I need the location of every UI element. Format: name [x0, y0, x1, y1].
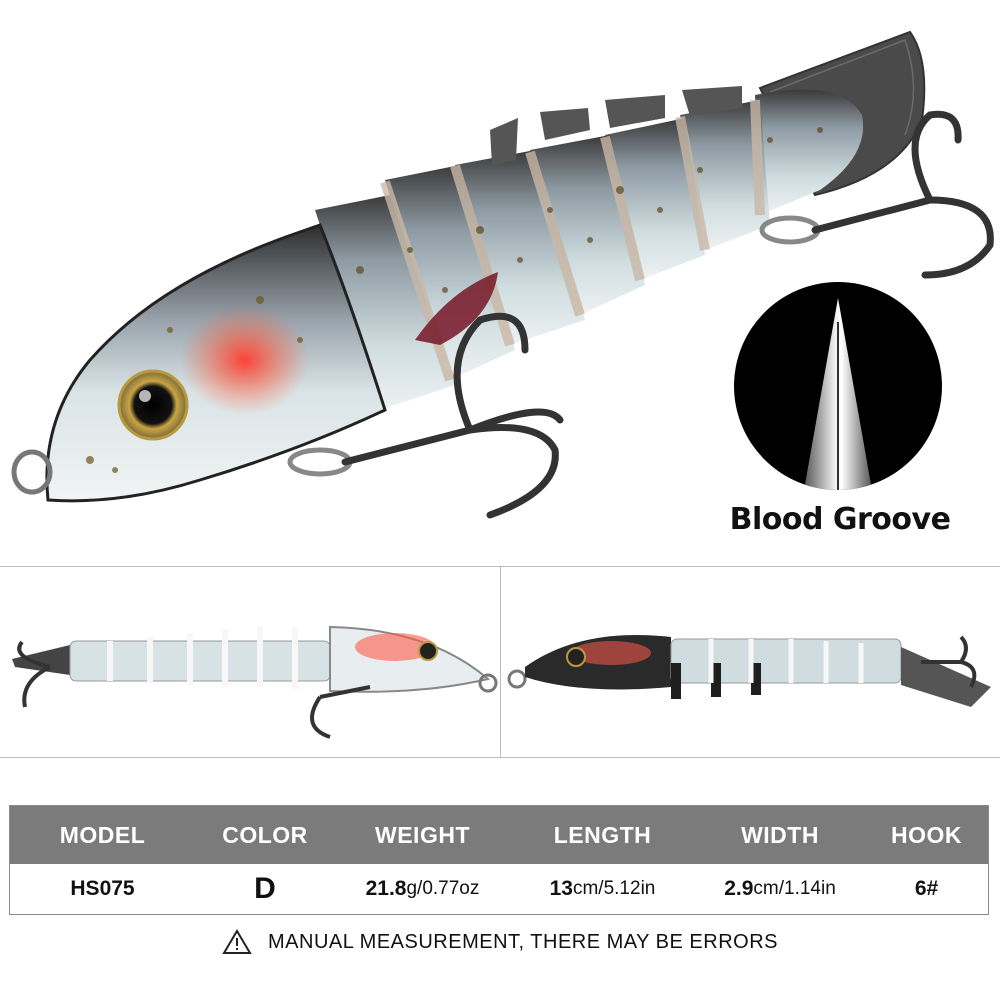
- value-hook: 6#: [865, 864, 988, 914]
- color-text: D: [254, 872, 276, 905]
- body-segments: [315, 86, 864, 410]
- warning-icon: [222, 929, 252, 954]
- hero-lure-image: Blood Groove: [11, 30, 994, 537]
- header-model: MODEL: [59, 821, 146, 848]
- header-hook: HOOK: [891, 821, 962, 848]
- lure-side-view-left: [12, 625, 498, 739]
- treble-hook-tail: [759, 110, 994, 279]
- header-length: LENGTH: [553, 821, 652, 848]
- measurement-note: MANUAL MEASUREMENT, THERE MAY BE ERRORS: [0, 925, 1000, 959]
- view-divider: [500, 567, 501, 757]
- blood-groove-label: Blood Groove: [729, 502, 951, 537]
- lure-illustration: [11, 30, 994, 519]
- note-text: MANUAL MEASUREMENT, THERE MAY BE ERRORS: [268, 930, 778, 953]
- weight-main: 21.8: [365, 877, 407, 900]
- spec-table: MODEL COLOR WEIGHT LENGTH WIDTH HOOK HS0…: [9, 805, 989, 915]
- header-color: COLOR: [222, 821, 308, 848]
- model-text: HS075: [70, 877, 135, 900]
- header-width: WIDTH: [741, 821, 819, 848]
- hook-point-icon: [804, 298, 872, 490]
- width-main: 2.9: [724, 877, 754, 900]
- spec-table-header: MODEL COLOR WEIGHT LENGTH WIDTH HOOK: [10, 806, 988, 864]
- hook-text: 6#: [914, 877, 939, 900]
- length-main: 13: [549, 877, 573, 900]
- weight-unit: g/0.77oz: [406, 878, 480, 899]
- lure-eye: [117, 369, 189, 441]
- treble-hook-belly: [287, 312, 564, 519]
- value-model: HS075: [10, 864, 195, 914]
- side-views: [0, 566, 1000, 758]
- blood-groove-closeup: [734, 282, 942, 490]
- lure-side-view-right: [507, 635, 991, 707]
- value-color: D: [195, 864, 335, 914]
- header-weight: WEIGHT: [375, 821, 470, 848]
- width-unit: cm/1.14in: [753, 878, 836, 899]
- length-unit: cm/5.12in: [572, 878, 656, 899]
